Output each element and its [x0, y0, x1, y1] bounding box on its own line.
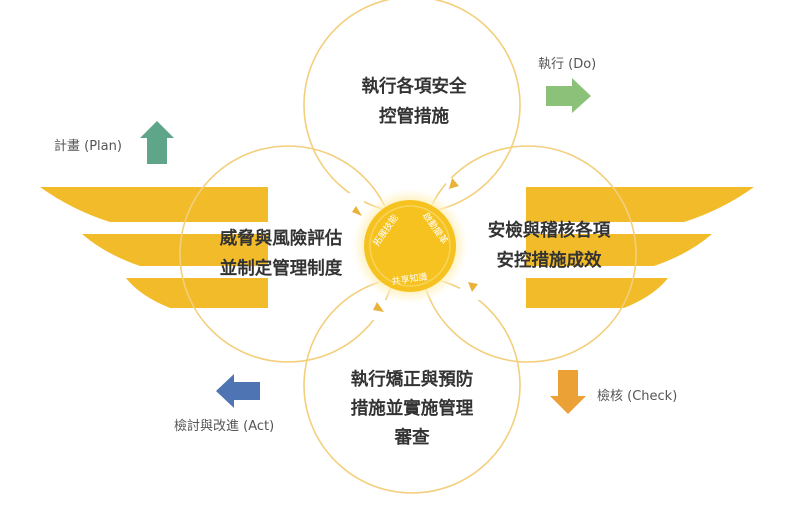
right-wing — [526, 187, 754, 308]
arrowhead-bottom-circle — [468, 282, 478, 292]
phase-do: 執行 (Do) — [538, 56, 596, 113]
left-wing-feather-3 — [126, 278, 268, 308]
check-label: 檢核 (Check) — [597, 388, 677, 404]
check-arrow-icon — [550, 370, 586, 414]
do-label: 執行 (Do) — [538, 56, 596, 72]
act-arrow-icon — [216, 374, 260, 408]
right-wing-feather-3 — [526, 278, 668, 308]
do-arrow-icon — [546, 78, 591, 113]
node-left-line-2: 並制定管理制度 — [220, 258, 343, 279]
arrowhead-top-circle — [352, 206, 362, 216]
center-disc-ring — [369, 205, 451, 287]
node-right: 安檢與稽核各項 安控措施成效 — [488, 220, 611, 271]
node-top: 執行各項安全 控管措施 — [362, 76, 467, 127]
arrowhead-left-circle — [373, 302, 384, 312]
phase-plan: 計畫 (Plan) — [54, 121, 174, 164]
phase-act: 檢討與改進 (Act) — [174, 374, 274, 434]
left-wing — [40, 187, 268, 308]
node-top-line-1: 執行各項安全 — [362, 76, 467, 97]
right-wing-feather-2 — [526, 234, 712, 266]
node-right-line-2: 安控措施成效 — [497, 250, 602, 271]
node-left: 威脅與風險評估 並制定管理制度 — [220, 228, 343, 279]
node-bottom-line-1: 執行矯正與預防 — [351, 369, 474, 390]
phase-check: 檢核 (Check) — [550, 370, 677, 414]
gap-mask-top-left — [346, 193, 364, 215]
center-disc — [364, 200, 456, 292]
left-wing-feather-2 — [82, 234, 268, 266]
left-wing-feather-1 — [40, 187, 268, 222]
node-top-line-2: 控管措施 — [379, 106, 449, 127]
node-bottom-line-3: 審查 — [394, 427, 430, 448]
node-bottom-line-2: 措施並實施管理 — [351, 398, 474, 419]
node-left-line-1: 威脅與風險評估 — [220, 228, 343, 249]
right-wing-feather-1 — [526, 187, 754, 222]
center-badge: 拓展技能 啟動變革 共享知識 — [352, 188, 468, 304]
node-right-line-1: 安檢與稽核各項 — [488, 220, 611, 241]
arrowhead-right-circle — [449, 178, 459, 189]
plan-arrow-icon — [140, 121, 174, 164]
node-bottom: 執行矯正與預防 措施並實施管理 審查 — [351, 369, 474, 448]
act-label: 檢討與改進 (Act) — [174, 418, 274, 434]
plan-label: 計畫 (Plan) — [54, 138, 122, 154]
